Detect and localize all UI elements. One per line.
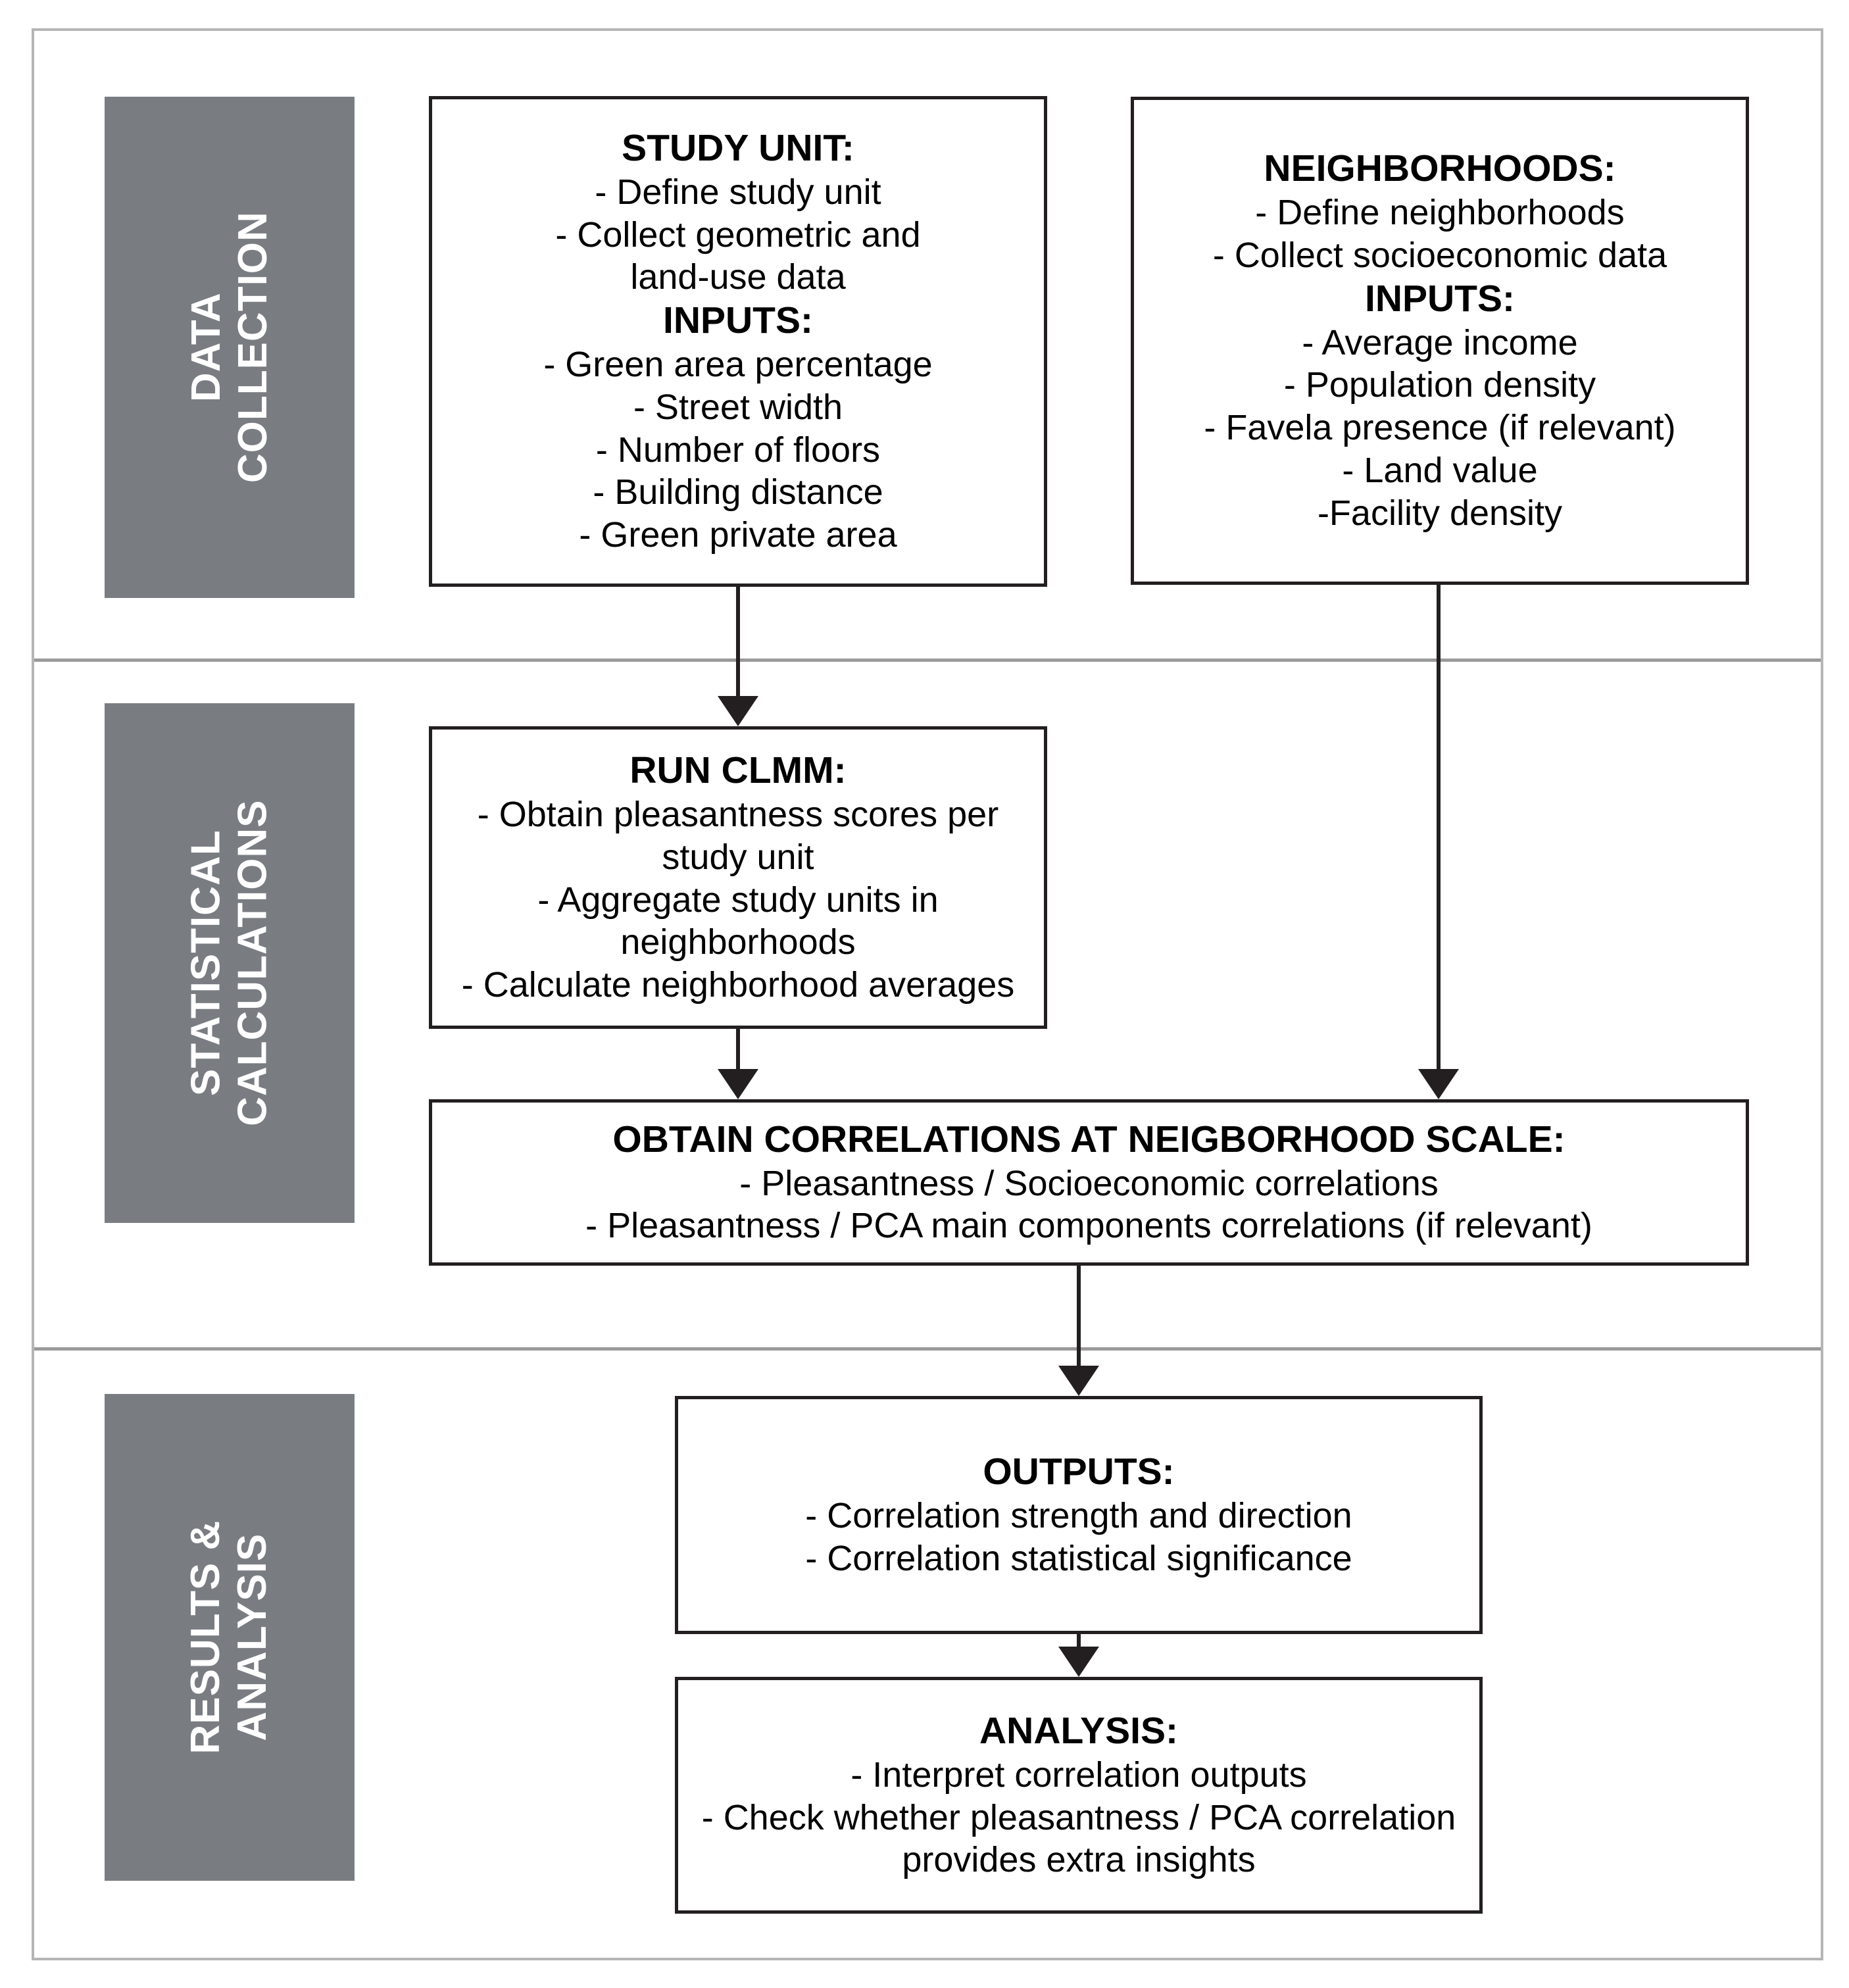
box-neighborhoods-title: NEIGHBORHOODS:	[1264, 147, 1616, 190]
box-run-clmm-title: RUN CLMM:	[629, 749, 847, 792]
arrow-neighborhoods-to-correlations-line	[1437, 585, 1441, 1070]
arrow-run-clmm-to-correlations-head-icon	[718, 1069, 758, 1099]
box-run-clmm-line: study unit	[662, 837, 814, 877]
box-neighborhoods-subtitle: INPUTS:	[1365, 277, 1515, 320]
stage-bar-statistical-calculations: STATISTICAL CALCULATIONS	[105, 703, 355, 1223]
arrow-correlations-to-outputs-line	[1077, 1266, 1081, 1366]
box-analysis-line: provides extra insights	[902, 1840, 1256, 1880]
box-run-clmm-line: neighborhoods	[620, 922, 856, 962]
box-obtain-correlations-line: - Pleasantness / PCA main components cor…	[585, 1206, 1592, 1246]
box-neighborhoods-input: - Favela presence (if relevant)	[1204, 408, 1676, 448]
box-neighborhoods-input: - Population density	[1283, 365, 1596, 405]
box-neighborhoods-input: -Facility density	[1317, 493, 1563, 533]
stage-bar-results-analysis: RESULTS & ANALYSIS	[105, 1394, 355, 1881]
flowchart-frame: DATA COLLECTION STATISTICAL CALCULATIONS…	[32, 28, 1823, 1960]
box-analysis: ANALYSIS: - Interpret correlation output…	[675, 1677, 1483, 1914]
arrow-study-unit-to-run-clmm-head-icon	[718, 696, 758, 726]
box-study-unit-input: - Number of floors	[595, 430, 881, 470]
arrow-correlations-to-outputs-head-icon	[1058, 1366, 1099, 1396]
box-analysis-title: ANALYSIS:	[979, 1709, 1178, 1752]
stage-label-data-collection: DATA COLLECTION	[183, 211, 276, 484]
box-study-unit-line: land-use data	[630, 257, 846, 297]
box-analysis-line: - Check whether pleasantness / PCA corre…	[701, 1797, 1456, 1837]
box-neighborhoods-line: - Collect socioeconomic data	[1212, 236, 1667, 275]
box-outputs-line: - Correlation strength and direction	[805, 1496, 1352, 1536]
box-run-clmm-line: - Calculate neighborhood averages	[461, 965, 1015, 1005]
arrow-study-unit-to-run-clmm-line	[736, 587, 740, 697]
arrow-neighborhoods-to-correlations-head-icon	[1418, 1069, 1459, 1099]
arrow-outputs-to-analysis-head-icon	[1058, 1647, 1099, 1677]
box-obtain-correlations-title: OBTAIN CORRELATIONS AT NEIGBORHOOD SCALE…	[612, 1118, 1565, 1160]
box-study-unit-title: STUDY UNIT:	[622, 126, 854, 169]
box-run-clmm-line: - Aggregate study units in	[537, 880, 939, 920]
box-study-unit-input: - Building distance	[593, 472, 883, 512]
box-study-unit: STUDY UNIT: - Define study unit - Collec…	[429, 96, 1047, 587]
box-study-unit-line: - Collect geometric and	[555, 214, 921, 255]
box-neighborhoods-input: - Average income	[1302, 322, 1578, 362]
box-obtain-correlations-line: - Pleasantness / Socioeconomic correlati…	[739, 1163, 1439, 1203]
section-divider-bottom	[34, 1347, 1821, 1351]
box-outputs-title: OUTPUTS:	[983, 1451, 1175, 1493]
box-neighborhoods: NEIGHBORHOODS: - Define neighborhoods - …	[1131, 97, 1749, 585]
box-neighborhoods-line: - Define neighborhoods	[1255, 193, 1625, 233]
box-study-unit-input: - Green private area	[579, 515, 897, 555]
arrow-run-clmm-to-correlations-line	[736, 1029, 740, 1070]
box-outputs-line: - Correlation statistical significance	[805, 1538, 1352, 1578]
box-run-clmm-line: - Obtain pleasantness scores per	[477, 794, 999, 834]
arrow-outputs-to-analysis-line	[1077, 1634, 1081, 1647]
stage-label-results-analysis: RESULTS & ANALYSIS	[183, 1520, 275, 1754]
box-obtain-correlations: OBTAIN CORRELATIONS AT NEIGBORHOOD SCALE…	[429, 1099, 1749, 1266]
box-study-unit-subtitle: INPUTS:	[663, 299, 813, 342]
box-analysis-line: - Interpret correlation outputs	[851, 1754, 1307, 1795]
section-divider-top	[34, 659, 1821, 662]
box-outputs: OUTPUTS: - Correlation strength and dire…	[675, 1396, 1483, 1634]
box-neighborhoods-input: - Land value	[1342, 451, 1538, 491]
stage-label-statistical-calculations: STATISTICAL CALCULATIONS	[183, 799, 275, 1127]
box-study-unit-input: - Green area percentage	[543, 345, 933, 385]
box-study-unit-input: - Street width	[633, 387, 843, 427]
stage-bar-data-collection: DATA COLLECTION	[105, 97, 355, 598]
box-run-clmm: RUN CLMM: - Obtain pleasantness scores p…	[429, 726, 1047, 1029]
box-study-unit-line: - Define study unit	[595, 172, 881, 212]
